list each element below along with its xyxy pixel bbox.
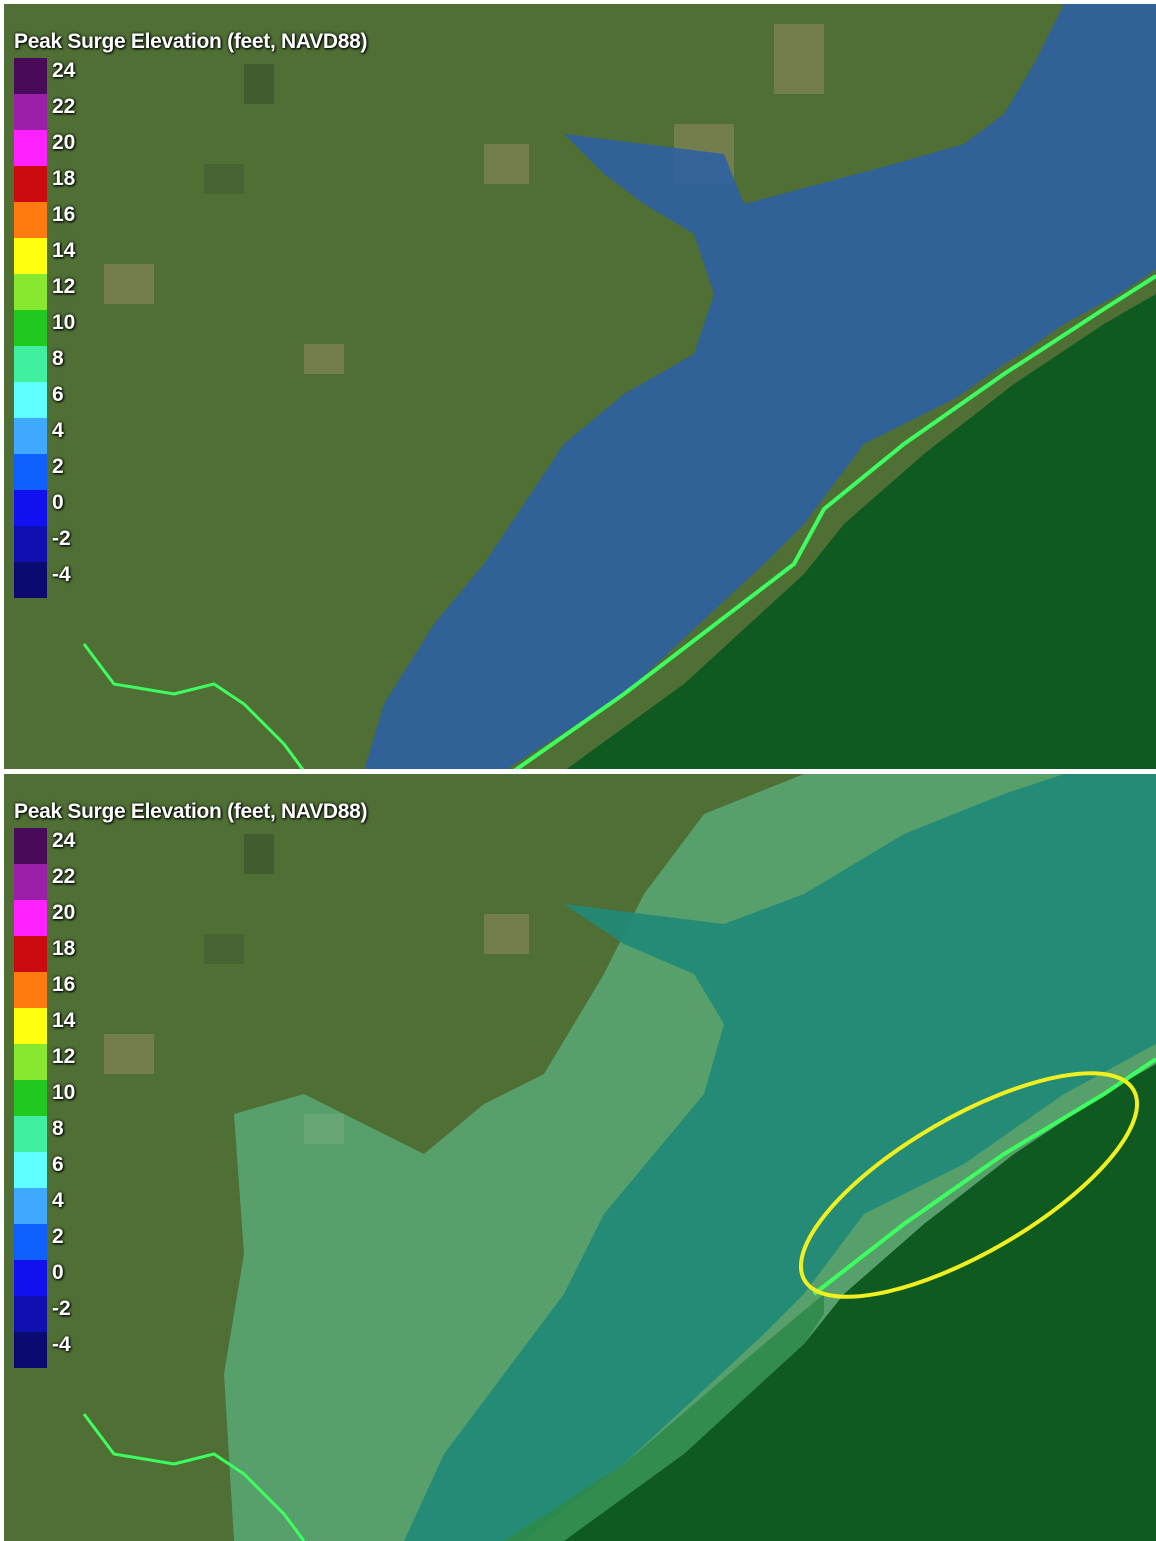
legend-tick: 0 xyxy=(52,491,64,514)
legend-swatch xyxy=(14,490,47,526)
legend-tick: 4 xyxy=(52,419,64,442)
legend-swatch xyxy=(14,454,47,490)
legend-swatch xyxy=(14,94,47,130)
legend-swatch xyxy=(14,828,47,864)
legend-swatch xyxy=(14,346,47,382)
legend-tick: 20 xyxy=(52,131,76,154)
legend-swatch xyxy=(14,58,47,94)
barrier-island xyxy=(504,269,1156,771)
map-panel-top: Peak Surge Elevation (feet, NAVD88) 24 2… xyxy=(4,4,1156,771)
legend-swatch xyxy=(14,274,47,310)
legend-tick: 18 xyxy=(52,167,76,190)
legend-tick: 16 xyxy=(52,973,76,996)
legend-tick: 10 xyxy=(52,311,76,334)
farm-fields xyxy=(104,24,824,374)
legend-tick: 24 xyxy=(52,829,76,852)
legend-tick: -2 xyxy=(52,1297,71,1320)
gulf-water xyxy=(564,294,1156,771)
legend-colorbar xyxy=(14,828,47,1368)
legend-swatch xyxy=(14,936,47,972)
legend-swatch xyxy=(14,526,47,562)
legend-colorbar xyxy=(14,58,47,598)
legend-tick: 4 xyxy=(52,1189,64,1212)
legend-swatch xyxy=(14,972,47,1008)
legend-swatch xyxy=(14,562,47,598)
legend-tick: -4 xyxy=(52,563,71,586)
legend-tick: 8 xyxy=(52,347,64,370)
legend-tick: 10 xyxy=(52,1081,76,1104)
legend-tick: 6 xyxy=(52,1153,64,1176)
coastline xyxy=(812,1057,1156,1296)
legend-swatch xyxy=(14,1080,47,1116)
legend-swatch xyxy=(14,1008,47,1044)
legend-title: Peak Surge Elevation (feet, NAVD88) xyxy=(14,800,368,823)
coastline xyxy=(512,274,1156,771)
legend-labels: 24 22 20 18 16 14 12 10 8 6 4 2 0 -2 -4 xyxy=(52,60,75,600)
legend-swatch xyxy=(14,382,47,418)
legend-swatch xyxy=(14,418,47,454)
legend-tick: 18 xyxy=(52,937,76,960)
legend-swatch xyxy=(14,1188,47,1224)
legend-tick: 20 xyxy=(52,901,76,924)
legend-tick: 24 xyxy=(52,59,76,82)
river-line xyxy=(82,643,306,771)
legend-swatch xyxy=(14,1224,47,1260)
legend-swatch xyxy=(14,900,47,936)
legend-tick: 14 xyxy=(52,1009,76,1032)
legend-tick: 2 xyxy=(52,455,64,478)
legend-swatch xyxy=(14,202,47,238)
legend-swatch xyxy=(14,1332,47,1368)
legend-title: Peak Surge Elevation (feet, NAVD88) xyxy=(14,30,368,53)
legend-tick: 22 xyxy=(52,95,76,118)
highlight-ellipse xyxy=(798,1071,1140,1299)
legend-swatch xyxy=(14,1116,47,1152)
legend-tick: 0 xyxy=(52,1261,64,1284)
surge-map-top xyxy=(4,4,1156,771)
legend-swatch xyxy=(14,1044,47,1080)
legend-swatch xyxy=(14,1260,47,1296)
legend-tick: 8 xyxy=(52,1117,64,1140)
bay-water xyxy=(404,774,1156,1541)
legend-tick: 12 xyxy=(52,1045,76,1068)
legend-tick: 6 xyxy=(52,383,64,406)
legend-tick: -2 xyxy=(52,527,71,550)
legend-swatch xyxy=(14,1152,47,1188)
legend-tick: 22 xyxy=(52,865,76,888)
legend-swatch xyxy=(14,238,47,274)
gulf-water xyxy=(564,1064,1156,1541)
legend-swatch xyxy=(14,1296,47,1332)
legend-tick: 12 xyxy=(52,275,76,298)
bay-water xyxy=(364,4,1156,771)
river-line xyxy=(82,1413,306,1541)
legend-swatch xyxy=(14,864,47,900)
legend-swatch xyxy=(14,130,47,166)
legend-tick: -4 xyxy=(52,1333,71,1356)
legend-swatch xyxy=(14,166,47,202)
panel-divider xyxy=(0,769,1156,774)
legend-labels: 24 22 20 18 16 14 12 10 8 6 4 2 0 -2 -4 xyxy=(52,830,75,1370)
legend-swatch xyxy=(14,310,47,346)
map-panel-bottom: Peak Surge Elevation (feet, NAVD88) 24 2… xyxy=(4,774,1156,1541)
surge-map-bottom xyxy=(4,774,1156,1541)
legend-tick: 2 xyxy=(52,1225,64,1248)
legend-tick: 14 xyxy=(52,239,76,262)
legend-tick: 16 xyxy=(52,203,76,226)
